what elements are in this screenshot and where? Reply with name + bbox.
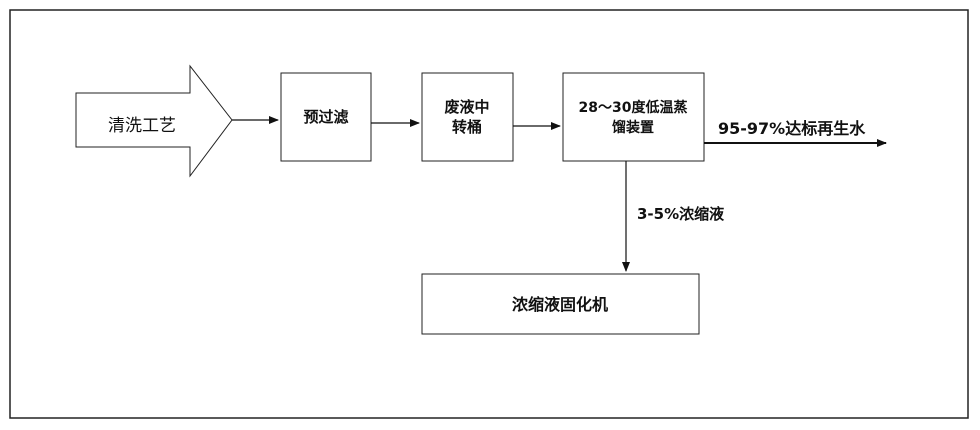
transfer-tank-box: 废液中 转桶 <box>421 72 514 162</box>
transfer-tank-label-line1: 废液中 <box>444 98 489 116</box>
prefilter-box: 预过滤 <box>280 72 372 162</box>
distillation-box: 28～30度低温蒸 馏装置 <box>562 72 705 162</box>
prefilter-label: 预过滤 <box>303 108 348 126</box>
solidifier-box: 浓缩液固化机 <box>421 273 700 335</box>
solidifier-label: 浓缩液固化机 <box>512 295 608 314</box>
distillation-label-line2: 馏装置 <box>611 119 654 136</box>
output-label: 95-97%达标再生水 <box>718 119 866 138</box>
concentrate-label: 3-5%浓缩液 <box>637 205 725 223</box>
diagram-frame <box>9 9 969 419</box>
transfer-tank-label-line2: 转桶 <box>452 118 482 136</box>
source-label: 清洗工艺 <box>108 116 176 136</box>
source-block-arrow: 清洗工艺 <box>75 64 233 178</box>
distillation-label-line1: 28～30度低温蒸 <box>579 99 688 116</box>
